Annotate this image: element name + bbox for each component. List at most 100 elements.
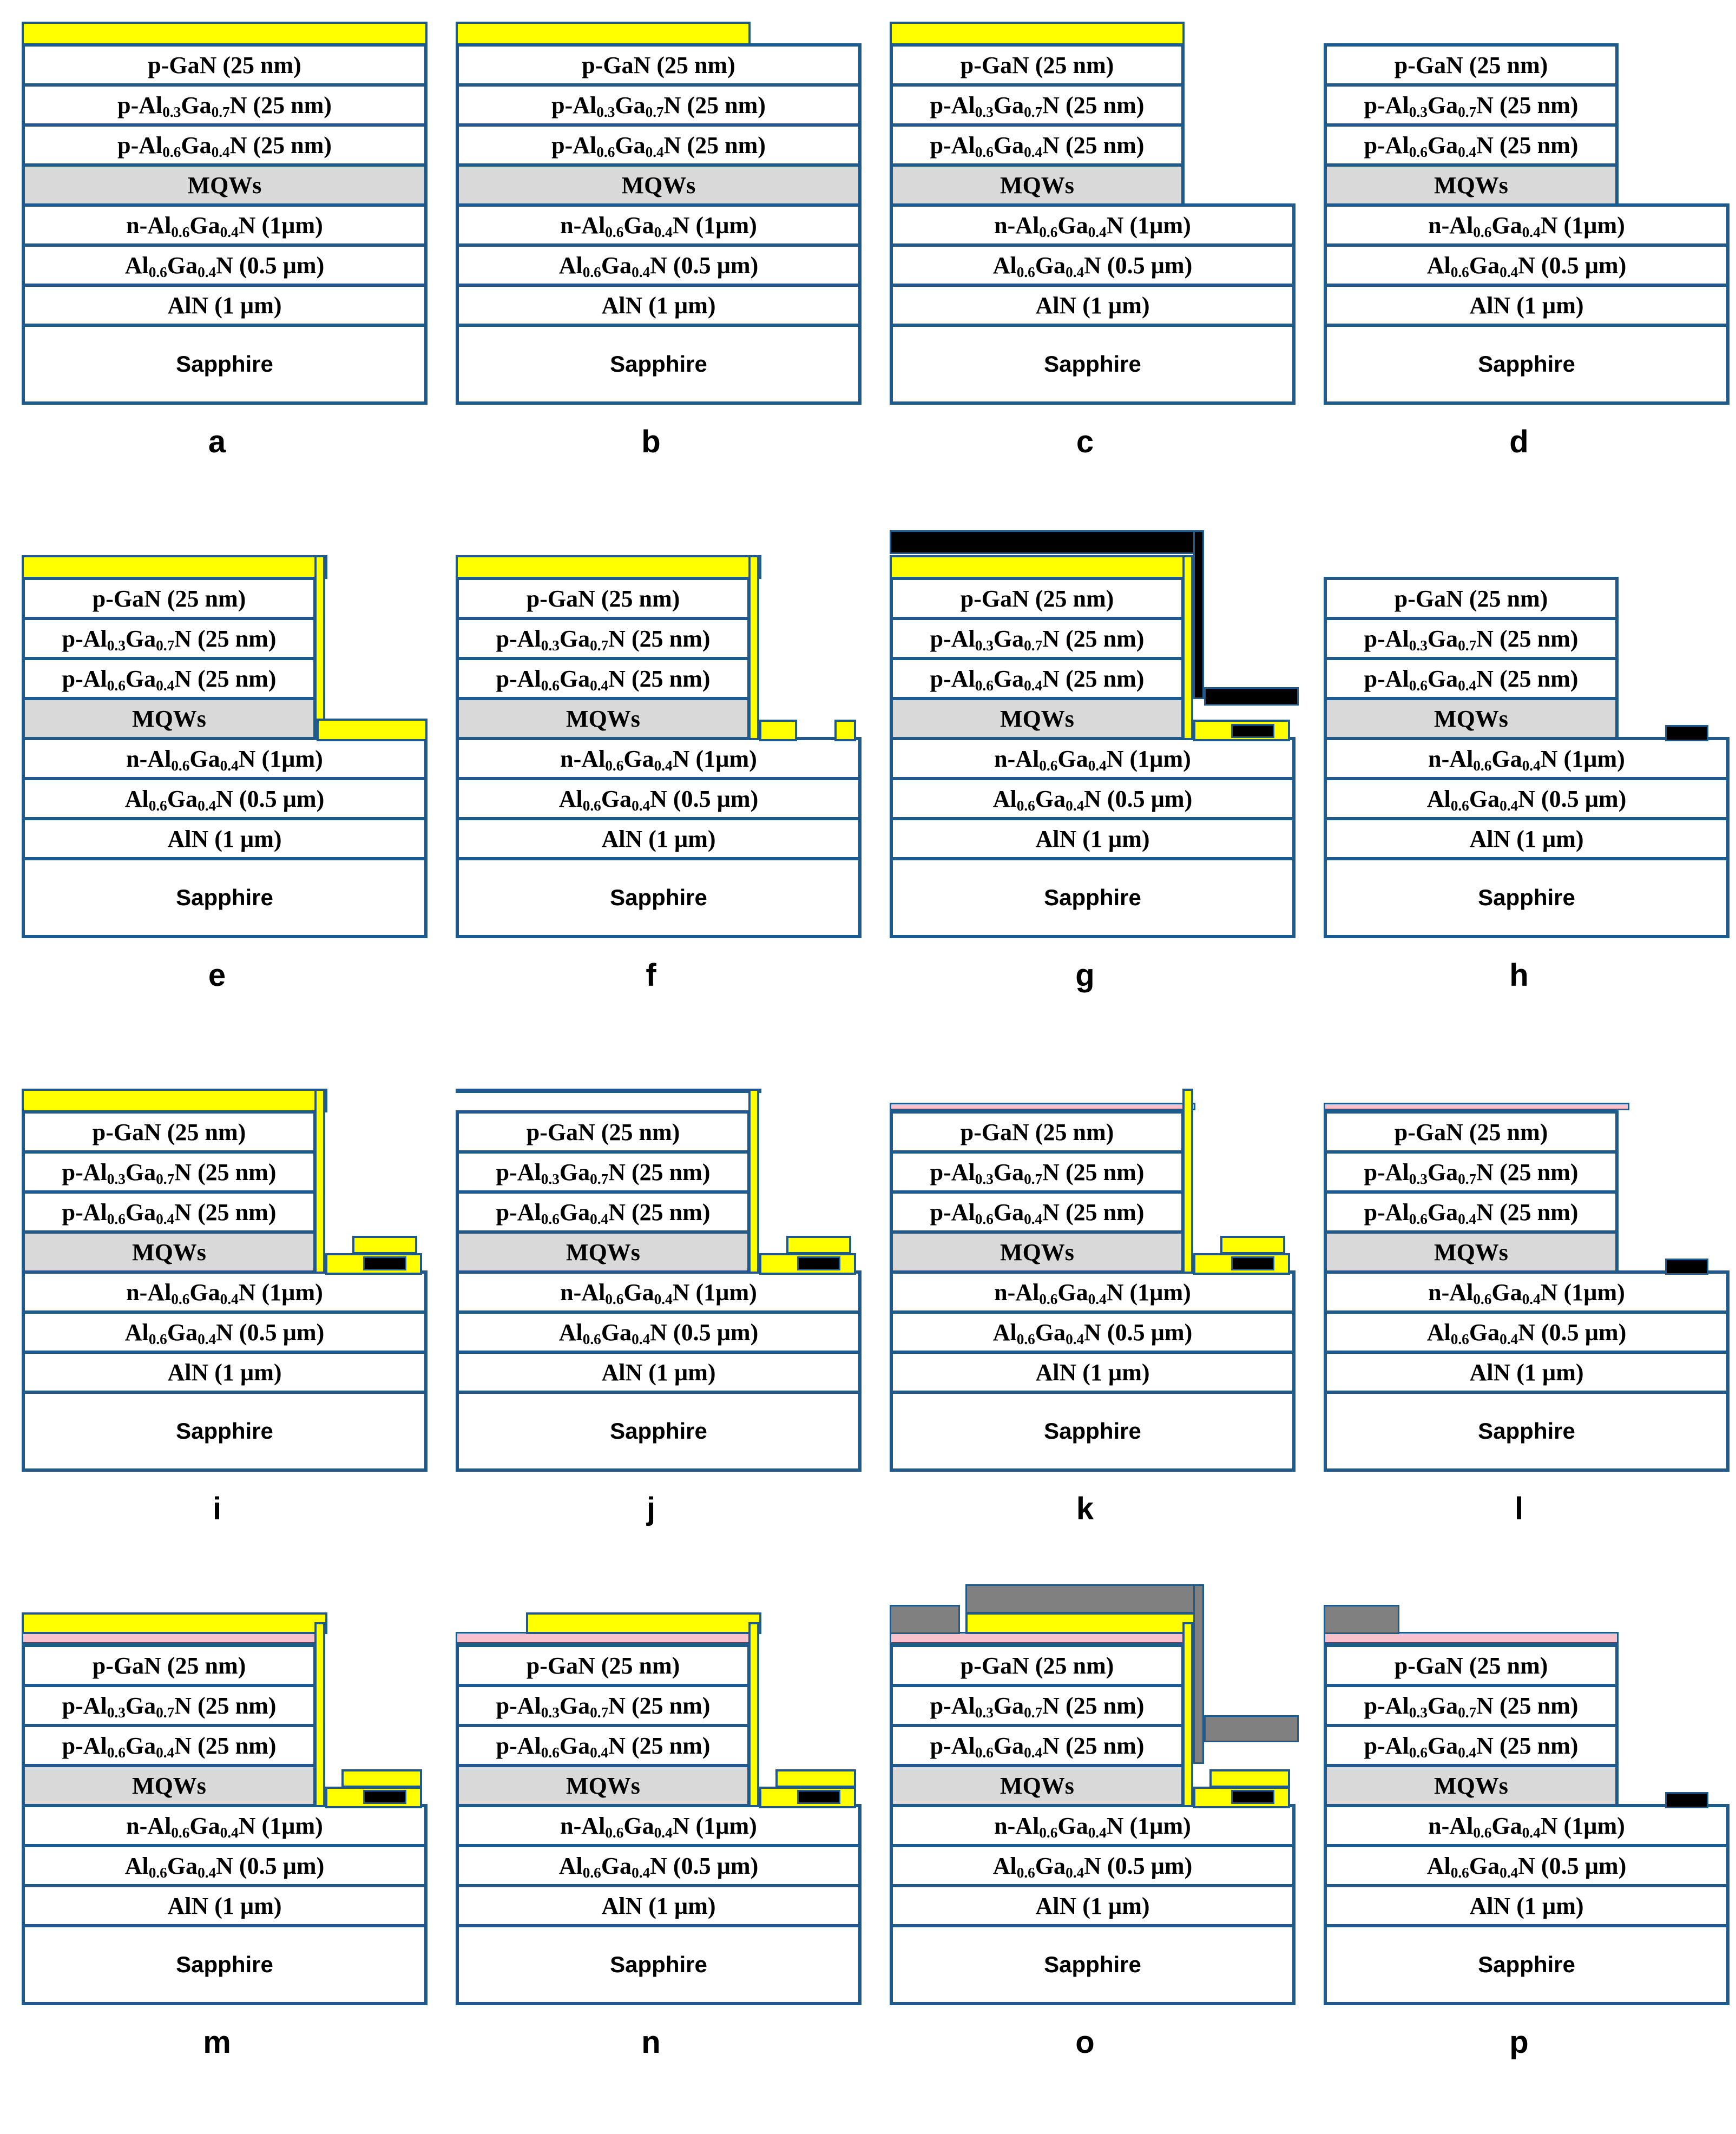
sidewall-metal: [748, 555, 759, 740]
layer-sapphire: Sapphire: [1324, 1391, 1730, 1472]
layer-aln: AlN (1 µm): [890, 284, 1296, 327]
layer-mqw: MQWs: [456, 1230, 751, 1274]
layer-pal03: p-Al0.3Ga0.7N (25 nm): [1324, 1150, 1619, 1194]
layer-sapphire: Sapphire: [22, 1924, 428, 2005]
top-metal: [456, 1089, 761, 1093]
layer-pal03: p-Al0.3Ga0.7N (25 nm): [22, 83, 428, 127]
panel-p: p-GaN (25 nm)p-Al0.3Ga0.7N (25 nm)p-Al0.…: [1302, 1600, 1736, 2134]
panel-label: k: [1076, 1491, 1094, 1526]
panel-d: p-GaN (25 nm)p-Al0.3Ga0.7N (25 nm)p-Al0.…: [1302, 0, 1736, 534]
panel-o: p-GaN (25 nm)p-Al0.3Ga0.7N (25 nm)p-Al0.…: [868, 1584, 1302, 2134]
layer-sapphire: Sapphire: [890, 1924, 1296, 2005]
layer-pal06: p-Al0.6Ga0.4N (25 nm): [1324, 1724, 1619, 1767]
top-metal: [890, 22, 1185, 45]
layer-sapphire: Sapphire: [22, 1391, 428, 1472]
layer-nal: n-Al0.6Ga0.4N (1µm): [22, 1270, 428, 1314]
top-metal: [526, 1612, 761, 1634]
layer-pgan: p-GaN (25 nm): [1324, 577, 1619, 620]
sidewall-metal: [748, 1089, 759, 1274]
panel-a: p-GaN (25 nm)p-Al0.3Ga0.7N (25 nm)p-Al0.…: [0, 0, 434, 534]
panel-m: p-GaN (25 nm)p-Al0.3Ga0.7N (25 nm)p-Al0.…: [0, 1600, 434, 2134]
layer-algan: Al0.6Ga0.4N (0.5 µm): [890, 243, 1296, 287]
panel-label: l: [1514, 1491, 1524, 1526]
layer-sapphire: Sapphire: [890, 1391, 1296, 1472]
layer-pal06: p-Al0.6Ga0.4N (25 nm): [22, 1190, 317, 1234]
sidewall-metal: [314, 1089, 325, 1274]
layer-algan: Al0.6Ga0.4N (0.5 µm): [890, 1310, 1296, 1354]
resist-side: [1193, 530, 1204, 699]
layer-sapphire: Sapphire: [456, 857, 862, 938]
layer-aln: AlN (1 µm): [890, 1884, 1296, 1927]
layer-sapphire: Sapphire: [456, 1924, 862, 2005]
ito-layer: [1324, 1632, 1619, 1644]
layer-sapphire: Sapphire: [890, 324, 1296, 405]
layer-aln: AlN (1 µm): [22, 817, 428, 860]
panel-n: p-GaN (25 nm)p-Al0.3Ga0.7N (25 nm)p-Al0.…: [434, 1600, 868, 2134]
layer-aln: AlN (1 µm): [22, 1351, 428, 1394]
panel-label: n: [641, 2025, 661, 2060]
layer-algan: Al0.6Ga0.4N (0.5 µm): [456, 243, 862, 287]
n-contact: [1665, 1259, 1708, 1275]
top-metal: [22, 1089, 327, 1112]
panel-label: a: [208, 424, 226, 459]
layer-aln: AlN (1 µm): [1324, 1351, 1730, 1394]
panel-i: p-GaN (25 nm)p-Al0.3Ga0.7N (25 nm)p-Al0.…: [0, 1067, 434, 1600]
panel-label: d: [1509, 424, 1529, 459]
layer-mqw: MQWs: [1324, 1230, 1619, 1274]
n-contact: [363, 1256, 406, 1270]
layer-pal03: p-Al0.3Ga0.7N (25 nm): [890, 1684, 1185, 1727]
top-metal: [456, 22, 751, 45]
layer-pgan: p-GaN (25 nm): [456, 1644, 751, 1687]
panel-label: p: [1509, 2025, 1529, 2060]
layer-algan: Al0.6Ga0.4N (0.5 µm): [22, 1844, 428, 1887]
pad-left: [890, 1605, 960, 1634]
n-contact: [1231, 1256, 1274, 1270]
cap-metal: [775, 1769, 856, 1788]
layer-pgan: p-GaN (25 nm): [22, 1644, 317, 1687]
layer-aln: AlN (1 µm): [456, 817, 862, 860]
layer-sapphire: Sapphire: [1324, 324, 1730, 405]
layer-pal06: p-Al0.6Ga0.4N (25 nm): [1324, 123, 1619, 167]
n-contact: [1231, 724, 1274, 738]
layer-pgan: p-GaN (25 nm): [22, 43, 428, 87]
ito-layer: [1324, 1103, 1629, 1110]
panel-label: j: [646, 1491, 656, 1526]
layer-algan: Al0.6Ga0.4N (0.5 µm): [890, 777, 1296, 820]
layer-nal: n-Al0.6Ga0.4N (1µm): [1324, 737, 1730, 780]
pad-left: [1324, 1605, 1399, 1634]
pad-side: [1193, 1584, 1204, 1764]
layer-pal06: p-Al0.6Ga0.4N (25 nm): [22, 123, 428, 167]
cap-metal: [1209, 1769, 1290, 1788]
layer-nal: n-Al0.6Ga0.4N (1µm): [890, 1804, 1296, 1847]
resist-top: [890, 530, 1195, 554]
panel-e: p-GaN (25 nm)p-Al0.3Ga0.7N (25 nm)p-Al0.…: [0, 534, 434, 1067]
layer-pal06: p-Al0.6Ga0.4N (25 nm): [456, 1724, 751, 1767]
layer-pal06: p-Al0.6Ga0.4N (25 nm): [1324, 1190, 1619, 1234]
layer-nal: n-Al0.6Ga0.4N (1µm): [1324, 203, 1730, 247]
layer-aln: AlN (1 µm): [890, 1351, 1296, 1394]
layer-pgan: p-GaN (25 nm): [456, 1110, 751, 1154]
layer-sapphire: Sapphire: [456, 1391, 862, 1472]
panel-label: h: [1509, 958, 1529, 993]
n-contact: [1231, 1790, 1274, 1804]
panel-label: c: [1076, 424, 1094, 459]
layer-algan: Al0.6Ga0.4N (0.5 µm): [1324, 243, 1730, 287]
sidewall-metal: [314, 555, 325, 740]
layer-mqw: MQWs: [890, 163, 1185, 207]
layer-pal06: p-Al0.6Ga0.4N (25 nm): [890, 123, 1185, 167]
panel-g: p-GaN (25 nm)p-Al0.3Ga0.7N (25 nm)p-Al0.…: [868, 530, 1302, 1067]
layer-sapphire: Sapphire: [456, 324, 862, 405]
layer-algan: Al0.6Ga0.4N (0.5 µm): [456, 777, 862, 820]
layer-sapphire: Sapphire: [1324, 857, 1730, 938]
layer-pal03: p-Al0.3Ga0.7N (25 nm): [22, 1150, 317, 1194]
top-metal: [456, 555, 761, 579]
layer-nal: n-Al0.6Ga0.4N (1µm): [890, 737, 1296, 780]
top-metal: [965, 1612, 1195, 1634]
layer-pal06: p-Al0.6Ga0.4N (25 nm): [456, 1190, 751, 1234]
layer-pal06: p-Al0.6Ga0.4N (25 nm): [22, 1724, 317, 1767]
layer-nal: n-Al0.6Ga0.4N (1µm): [1324, 1270, 1730, 1314]
layer-nal: n-Al0.6Ga0.4N (1µm): [456, 1270, 862, 1314]
layer-sapphire: Sapphire: [22, 857, 428, 938]
layer-pgan: p-GaN (25 nm): [1324, 1644, 1619, 1687]
